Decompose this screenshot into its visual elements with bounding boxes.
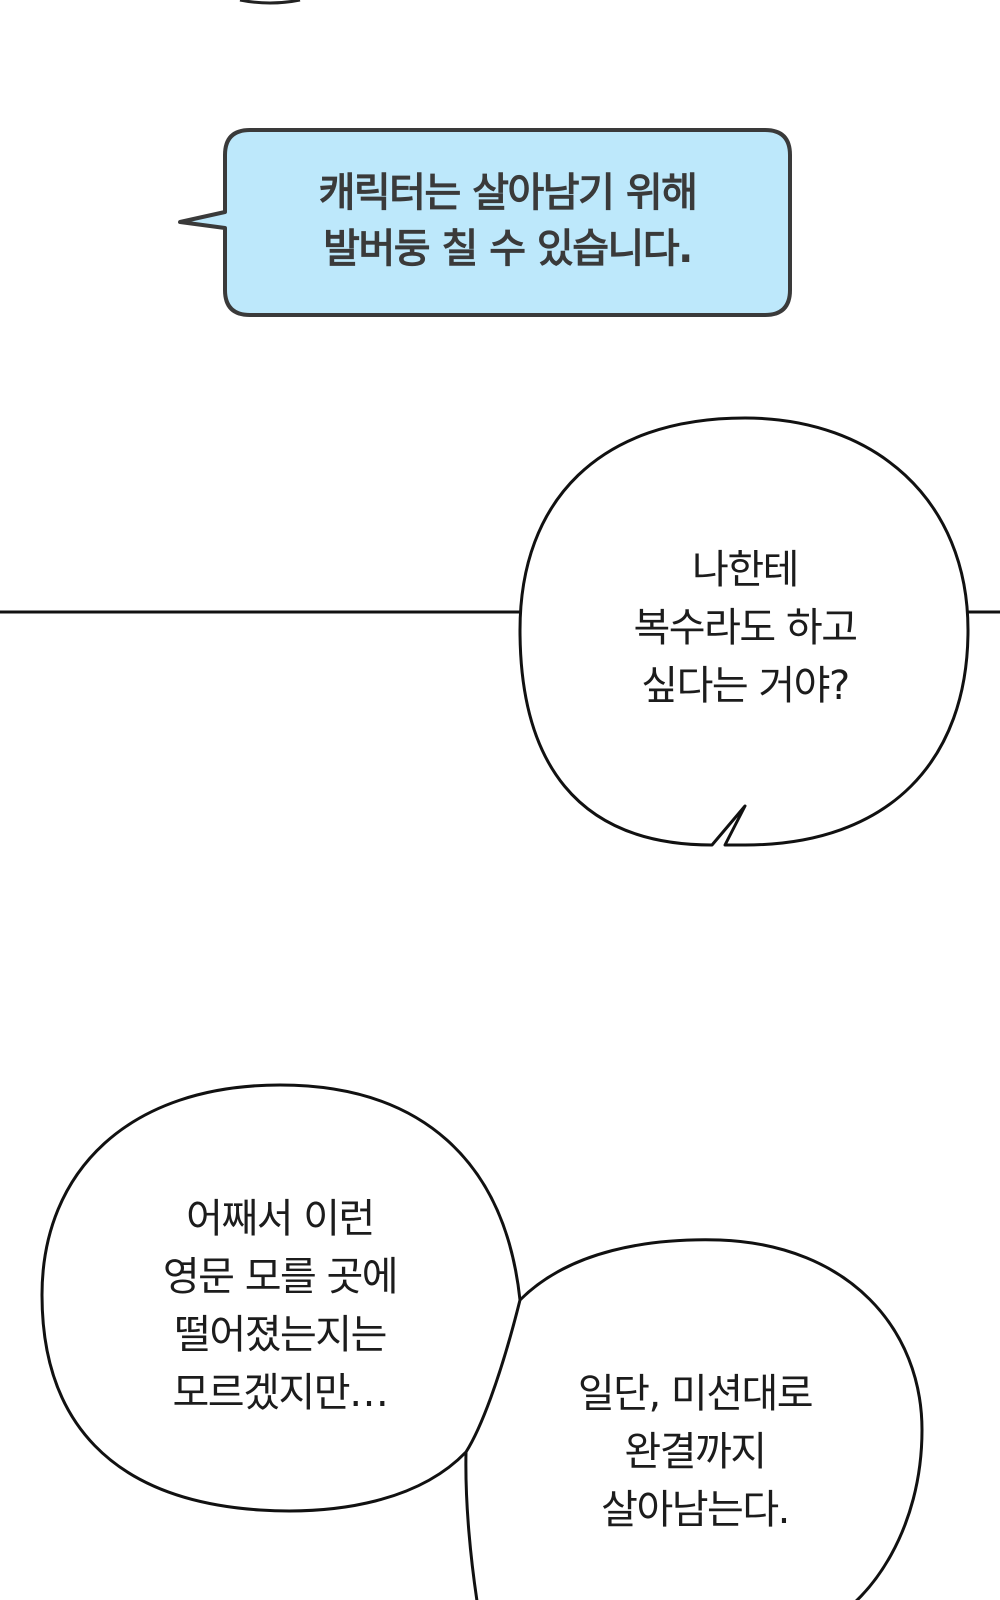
bubble-3-line-3: 살아남는다. [601, 1487, 790, 1533]
bubble-3-line-1: 일단, 미션대로 [577, 1371, 814, 1417]
system-message-line-2: 발버둥 칠 수 있습니다. [323, 226, 693, 272]
bubble-1-line-1: 나한테 [692, 547, 799, 593]
bubble-2-line-2: 영문 모를 곳에 [162, 1254, 399, 1300]
bubble-2-line-3: 떨어졌는지는 [174, 1312, 387, 1358]
bubble-1-line-2: 복수라도 하고 [633, 605, 858, 651]
bubble-3-line-2: 완결까지 [624, 1429, 767, 1475]
bubble-2-line-1: 어째서 이런 [186, 1196, 375, 1242]
speech-bubble-1-shape [518, 416, 970, 847]
system-message: 캐릭터는 살아남기 위해 발버둥 칠 수 있습니다. [240, 165, 775, 277]
speech-bubble-1-text: 나한테 복수라도 하고 싶다는 거야? [590, 541, 900, 715]
speech-bubble-2-shape [40, 1083, 522, 1513]
system-message-line-1: 캐릭터는 살아남기 위해 [318, 170, 698, 216]
speech-bubble-3-shape [464, 1238, 924, 1600]
speech-bubble-3-text: 일단, 미션대로 완결까지 살아남는다. [545, 1365, 845, 1539]
top-edge-remnant [239, 0, 301, 5]
speech-bubble-2-text: 어째서 이런 영문 모를 곳에 떨어졌는지는 모르겠지만… [130, 1190, 430, 1422]
bubble-2-line-4: 모르겠지만… [172, 1370, 390, 1416]
system-box-shape [178, 128, 792, 317]
bubble-1-line-3: 싶다는 거야? [641, 663, 850, 709]
